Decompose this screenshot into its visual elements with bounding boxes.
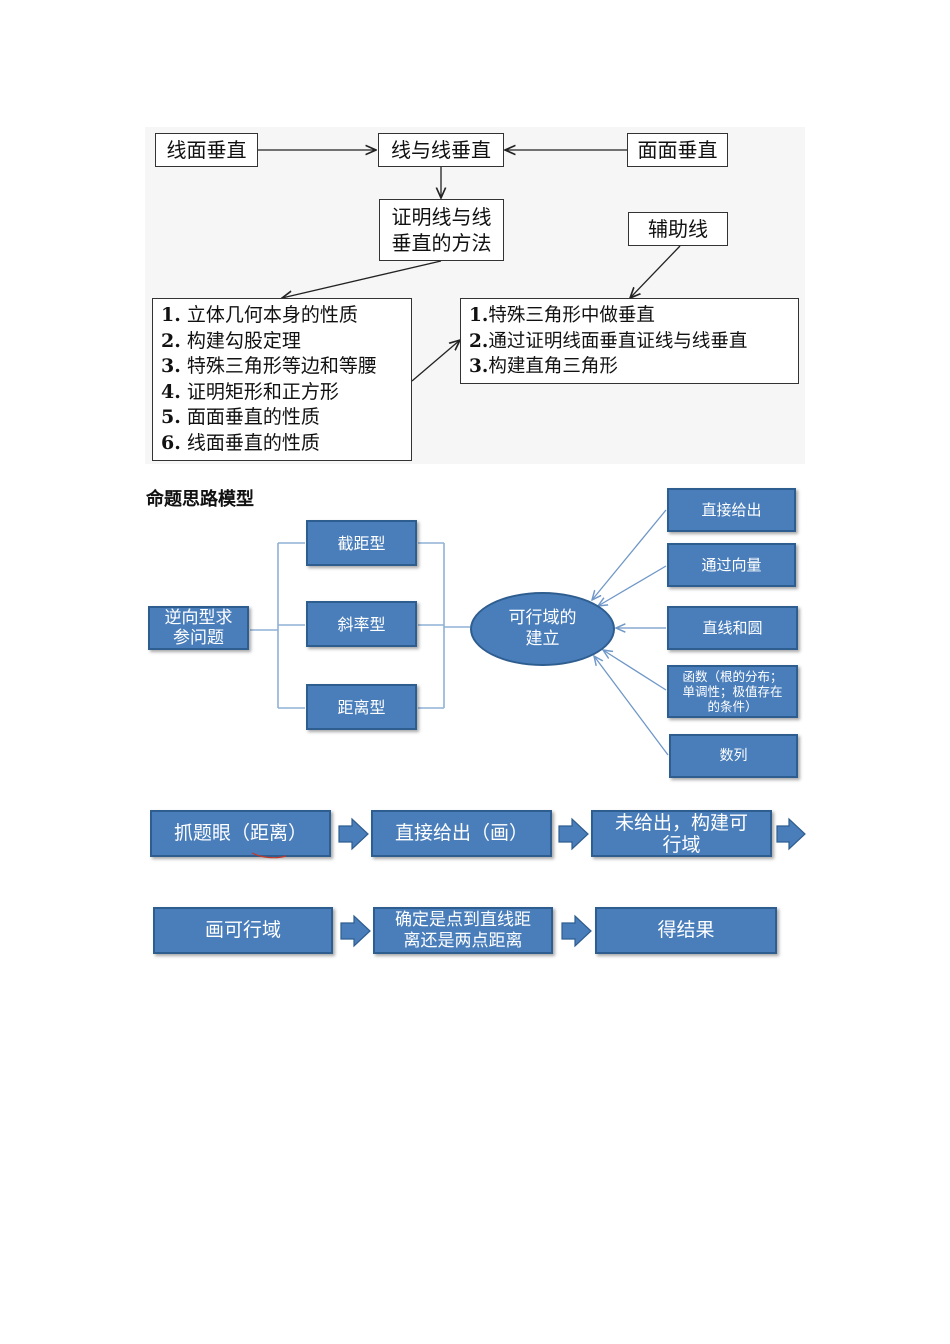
line-line-perp-label: 线与线垂直 bbox=[391, 138, 491, 162]
box-via-vector: 通过向量 bbox=[667, 543, 796, 587]
line-circle-label: 直线和圆 bbox=[702, 618, 763, 637]
step-determine-distance: 确定是点到直线距 离还是两点距离 bbox=[373, 907, 553, 954]
function-line1: 函数（根的分布； bbox=[682, 669, 783, 684]
block-arrow-icon bbox=[338, 817, 369, 851]
line-plane-perp-label: 线面垂直 bbox=[166, 138, 247, 162]
arrow-vector-to-center bbox=[598, 565, 667, 606]
block-arrow-icon bbox=[558, 817, 589, 851]
arrow-function-to-center bbox=[603, 650, 667, 691]
plane-plane-perp-label: 面面垂直 bbox=[637, 138, 718, 162]
bracket-root-types bbox=[250, 542, 305, 709]
via-vector-label: 通过向量 bbox=[701, 555, 762, 574]
box-direct-given: 直接给出 bbox=[667, 488, 796, 532]
list-item: 3.构建直角三角形 bbox=[469, 356, 618, 377]
box-proof-method: 证明线与线 垂直的方法 bbox=[379, 199, 504, 261]
list-item: 3. 特殊三角形等边和等腰 bbox=[161, 355, 377, 377]
center-line1: 可行域的 bbox=[508, 608, 577, 628]
step-construct-region: 未给出，构建可 行域 bbox=[591, 810, 772, 857]
box-reverse-parameter-problem: 逆向型求 参问题 bbox=[148, 606, 249, 650]
box-function: 函数（根的分布； 单调性；极值存在 的条件） bbox=[667, 665, 798, 718]
list-item: 2. 构建勾股定理 bbox=[161, 329, 301, 352]
box-line-line-perpendicular: 线与线垂直 bbox=[378, 133, 504, 167]
block-arrow-icon bbox=[340, 914, 371, 948]
block-arrow-icon bbox=[776, 817, 806, 851]
list-item: 5. 面面垂直的性质 bbox=[161, 406, 320, 428]
list-item: 6. 线面垂直的性质 bbox=[161, 431, 320, 454]
bracket-types-center bbox=[418, 542, 470, 709]
auxiliary-line-label: 辅助线 bbox=[648, 217, 708, 241]
ellipse-feasible-region: 可行域的 建立 bbox=[470, 592, 615, 666]
list-item: 1. 立体几何本身的性质 bbox=[161, 304, 358, 326]
step-construct-line2: 行域 bbox=[662, 833, 701, 856]
box-auxiliary-line: 辅助线 bbox=[628, 212, 728, 246]
arrow-sequence-to-center bbox=[594, 656, 669, 756]
proof-method-line1: 证明线与线 bbox=[391, 205, 492, 229]
box-type-slope: 斜率型 bbox=[306, 601, 417, 647]
step-construct-line1: 未给出，构建可 bbox=[614, 811, 748, 834]
proof-method-line2: 垂直的方法 bbox=[391, 231, 492, 255]
step-direct-given-draw: 直接给出（画） bbox=[371, 810, 552, 857]
type-intercept-label: 截距型 bbox=[337, 533, 386, 553]
center-line2: 建立 bbox=[525, 629, 560, 649]
function-line3: 的条件） bbox=[707, 699, 758, 714]
list-item: 4. 证明矩形和正方形 bbox=[161, 380, 339, 403]
step-direct-given-draw-label: 直接给出（画） bbox=[394, 822, 528, 844]
sequence-label: 数列 bbox=[719, 747, 748, 764]
step-draw-region: 画可行域 bbox=[153, 907, 333, 954]
root-line2: 参问题 bbox=[173, 628, 224, 648]
step-get-result: 得结果 bbox=[595, 907, 777, 954]
function-line2: 单调性；极值存在 bbox=[682, 684, 783, 699]
step-find-key-point: 抓题眼（距离） bbox=[150, 810, 331, 857]
box-line-plane-perpendicular: 线面垂直 bbox=[155, 133, 258, 167]
section-heading: 命题思路模型 bbox=[146, 489, 254, 510]
step-determine-line2: 离还是两点距离 bbox=[403, 930, 523, 951]
type-slope-label: 斜率型 bbox=[337, 614, 386, 634]
type-distance-label: 距离型 bbox=[337, 697, 386, 717]
box-type-intercept: 截距型 bbox=[306, 520, 417, 566]
root-line1: 逆向型求 bbox=[164, 608, 233, 628]
left-method-list: 1. 立体几何本身的性质 2. 构建勾股定理 3. 特殊三角形等边和等腰 4. … bbox=[152, 298, 412, 461]
list-item: 1.特殊三角形中做垂直 bbox=[469, 305, 655, 326]
step-draw-region-label: 画可行域 bbox=[204, 919, 281, 941]
direct-given-label: 直接给出 bbox=[701, 500, 762, 519]
block-arrow-icon bbox=[561, 914, 592, 948]
right-method-list: 1.特殊三角形中做垂直 2.通过证明线面垂直证线与线垂直 3.构建直角三角形 bbox=[460, 298, 799, 384]
arrow-direct-to-center bbox=[592, 509, 667, 600]
step-determine-line1: 确定是点到直线距 bbox=[395, 909, 531, 930]
step-get-result-label: 得结果 bbox=[657, 919, 715, 941]
box-plane-plane-perpendicular: 面面垂直 bbox=[627, 133, 728, 167]
box-line-and-circle: 直线和圆 bbox=[667, 606, 798, 650]
list-item: 2.通过证明线面垂直证线与线垂直 bbox=[469, 330, 748, 352]
box-type-distance: 距离型 bbox=[306, 684, 417, 730]
step-find-key-point-label: 抓题眼（距离） bbox=[173, 822, 307, 844]
box-sequence: 数列 bbox=[669, 734, 798, 778]
